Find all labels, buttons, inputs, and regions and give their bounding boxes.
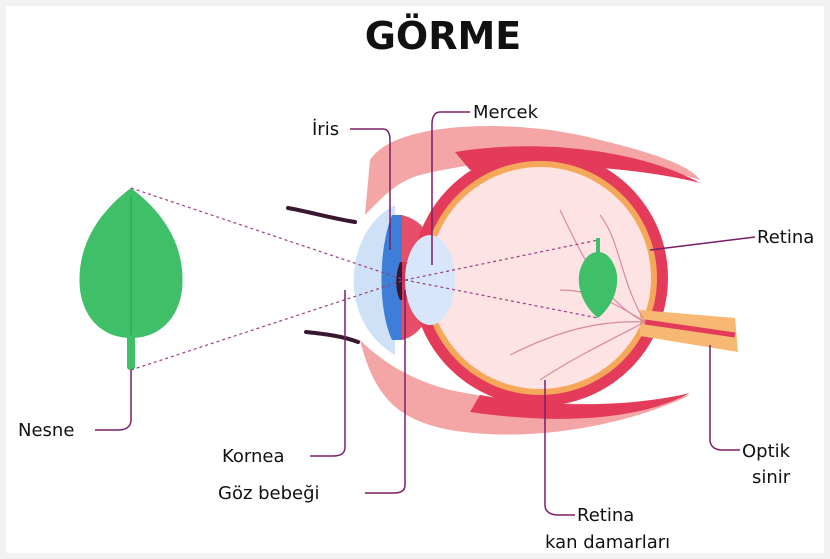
upper-eyelash bbox=[288, 208, 355, 222]
lower-eyelash bbox=[306, 332, 358, 342]
label-iris: İris bbox=[312, 119, 339, 140]
label-retina-vessels-line1: Retina bbox=[577, 505, 634, 526]
label-retina: Retina bbox=[757, 227, 814, 248]
object-leaf bbox=[79, 188, 182, 370]
label-optic-nerve-line2: sinir bbox=[752, 467, 791, 488]
eye-interior bbox=[429, 167, 651, 389]
label-retina-vessels-line2: kan damarları bbox=[545, 532, 670, 553]
label-cornea: Kornea bbox=[222, 446, 285, 467]
lens bbox=[405, 235, 455, 325]
label-optic-nerve-line1: Optik bbox=[742, 441, 791, 462]
label-pupil: Göz bebeği bbox=[218, 483, 320, 504]
optic-nerve bbox=[640, 310, 738, 352]
diagram-title: GÖRME bbox=[365, 14, 522, 58]
label-lens: Mercek bbox=[473, 102, 539, 123]
label-object: Nesne bbox=[18, 420, 74, 441]
